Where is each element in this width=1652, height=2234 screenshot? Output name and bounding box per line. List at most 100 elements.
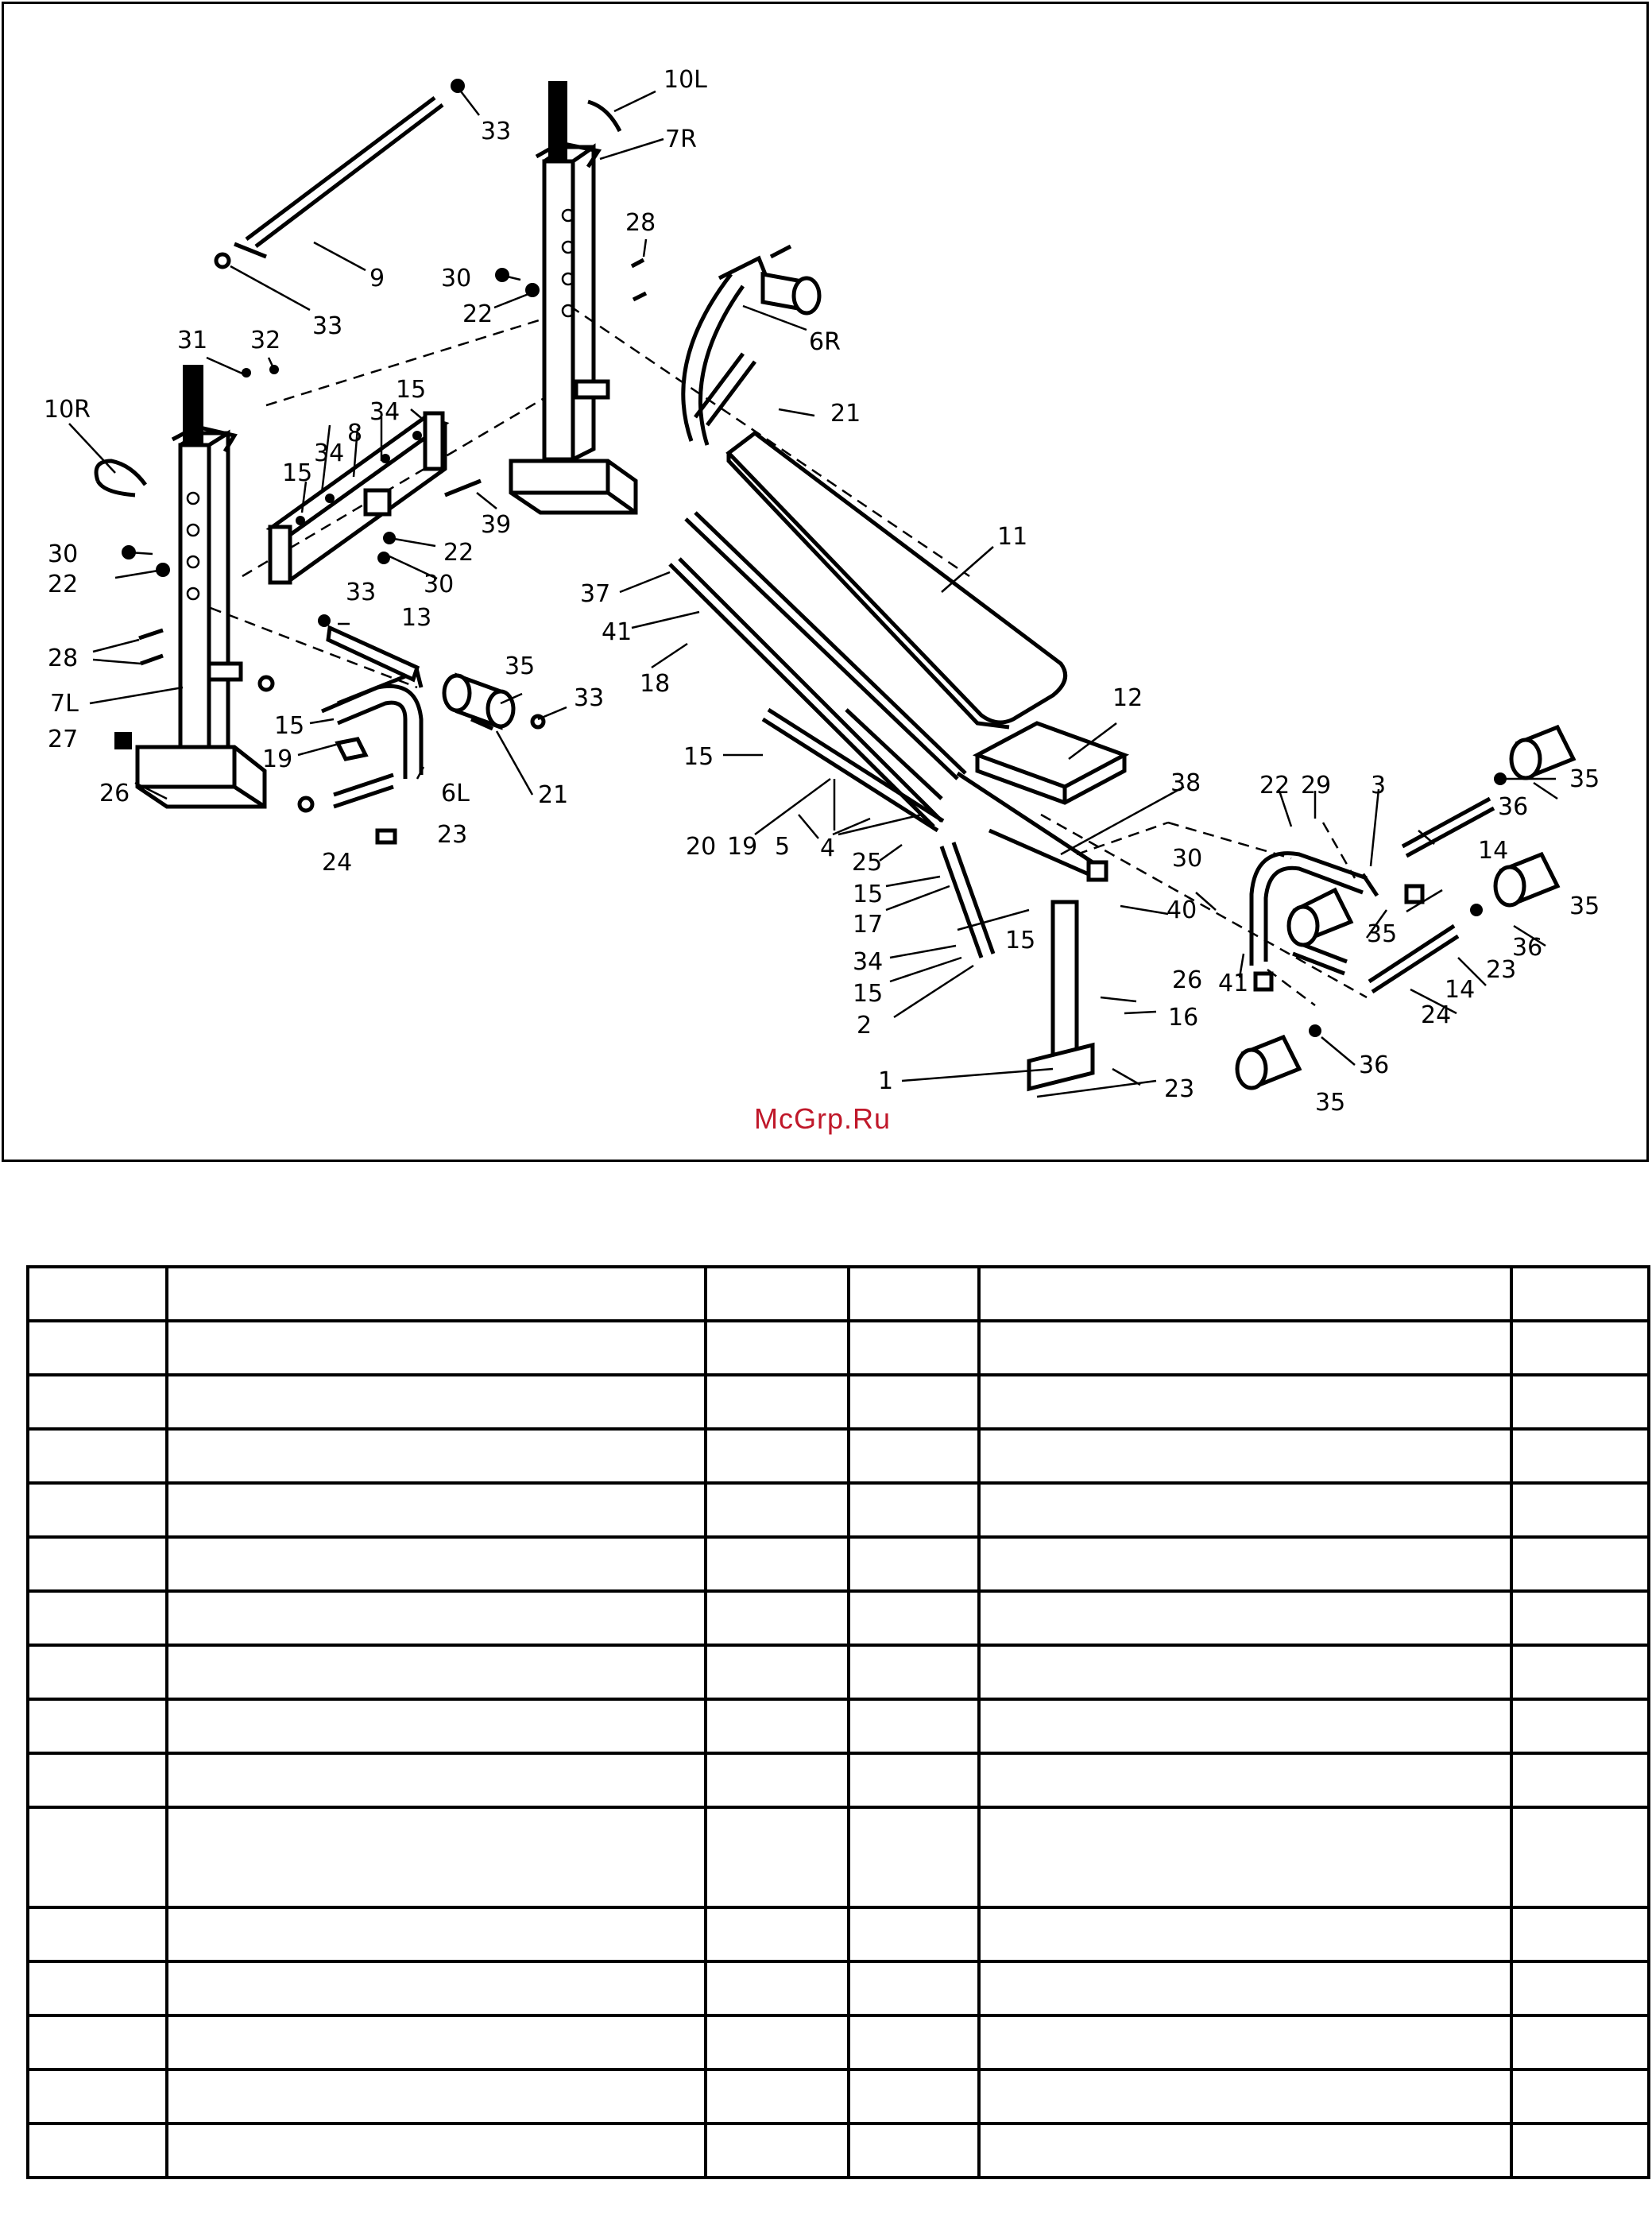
leg-holder-6L <box>321 625 424 809</box>
callout-15: 15 <box>1005 927 1035 954</box>
table-cell <box>704 1265 850 1322</box>
callout-23: 23 <box>1486 956 1516 984</box>
parts-list-table <box>26 1265 1650 2179</box>
table-cell <box>847 1373 981 1431</box>
table-cell <box>1510 1265 1650 1322</box>
table-cell <box>704 1960 850 2017</box>
callout-40: 40 <box>1166 896 1197 924</box>
table-cell <box>977 1319 1513 1376</box>
callout-26: 26 <box>99 780 130 807</box>
table-cell <box>165 2014 707 2071</box>
callout-19: 19 <box>262 745 292 773</box>
table-cell <box>26 1752 168 1809</box>
callout-labels: 10L 7R 33 9 33 28 30 22 6R 21 31 32 10R … <box>44 66 1600 1117</box>
callout-15: 15 <box>853 881 883 908</box>
table-cell <box>847 1906 981 1963</box>
callout-18: 18 <box>640 670 670 698</box>
callout-5: 5 <box>775 833 790 861</box>
callout-15: 15 <box>853 980 883 1008</box>
roller-pad-35-a <box>1509 724 1577 780</box>
callout-15: 15 <box>274 712 304 740</box>
table-cell <box>704 1644 850 1701</box>
table-row <box>26 2068 1650 2125</box>
callout-7L: 7L <box>50 690 79 718</box>
callout-35: 35 <box>1569 892 1600 920</box>
callout-20: 20 <box>686 833 716 861</box>
callout-34: 34 <box>853 948 883 976</box>
leg-holder-6R <box>681 244 822 446</box>
table-cell <box>26 1319 168 1376</box>
callout-22: 22 <box>462 300 493 328</box>
table-cell <box>977 1589 1513 1647</box>
callout-34: 34 <box>369 398 400 426</box>
table-cell <box>704 1319 850 1376</box>
callout-15: 15 <box>396 376 426 404</box>
table-cell <box>847 1698 981 1755</box>
table-cell <box>1510 1535 1650 1593</box>
callout-22: 22 <box>48 571 78 598</box>
table-cell <box>704 1589 850 1647</box>
callout-33: 33 <box>312 312 342 340</box>
table-cell <box>847 2014 981 2071</box>
table-cell <box>847 1427 981 1485</box>
right-upright-7R <box>509 81 638 515</box>
table-cell <box>977 1373 1513 1431</box>
table-cell <box>977 1644 1513 1701</box>
callout-28: 28 <box>48 645 78 672</box>
table-cell <box>165 1644 707 1701</box>
table-cell <box>977 2068 1513 2125</box>
callout-36: 36 <box>1359 1051 1389 1079</box>
table-row <box>26 1373 1650 1431</box>
callout-33: 33 <box>574 684 604 712</box>
table-row <box>26 1806 1650 1909</box>
roller-pad-35-left <box>442 672 516 730</box>
table-cell <box>704 2122 850 2179</box>
table-cell <box>1510 1427 1650 1485</box>
table-cell <box>977 1535 1513 1593</box>
callout-14: 14 <box>1445 976 1475 1004</box>
table-row <box>26 1589 1650 1647</box>
roller-pad-35-d <box>1235 1034 1302 1090</box>
table-cell <box>165 1960 707 2017</box>
callout-22: 22 <box>1259 772 1290 800</box>
table-cell <box>847 2122 981 2179</box>
table-cell <box>1510 1589 1650 1647</box>
table-cell <box>847 1265 981 1322</box>
callout-23: 23 <box>1164 1075 1194 1103</box>
exploded-view-drawing: 10L 7R 33 9 33 28 30 22 6R 21 31 32 10R … <box>44 66 1600 1117</box>
table-cell <box>977 1427 1513 1485</box>
backrest-pad-11 <box>725 430 1068 730</box>
table-row <box>26 2122 1650 2179</box>
table-cell <box>847 1481 981 1539</box>
table-row <box>26 1752 1650 1809</box>
table-cell <box>26 2014 168 2071</box>
callout-3: 3 <box>1371 772 1386 800</box>
callout-23: 23 <box>437 821 467 849</box>
table-cell <box>977 1265 1513 1322</box>
table-cell <box>847 1589 981 1647</box>
callout-34: 34 <box>314 439 344 467</box>
table-cell <box>26 2122 168 2179</box>
table-cell <box>704 1427 850 1485</box>
main-rails-4-5 <box>668 511 1094 865</box>
callout-30: 30 <box>424 571 454 598</box>
callout-30: 30 <box>441 265 471 292</box>
table-cell <box>26 1535 168 1593</box>
callout-29: 29 <box>1301 772 1331 800</box>
callout-35: 35 <box>1315 1089 1345 1117</box>
table-cell <box>1510 2122 1650 2179</box>
table-cell <box>26 1265 168 1322</box>
table-row <box>26 1960 1650 2017</box>
callout-35: 35 <box>505 652 535 680</box>
callout-15: 15 <box>683 743 714 771</box>
table-row <box>26 1906 1650 1963</box>
table-cell <box>26 1481 168 1539</box>
table-cell <box>165 1535 707 1593</box>
callout-33: 33 <box>346 579 376 606</box>
exploded-diagram: 10L 7R 33 9 33 28 30 22 6R 21 31 32 10R … <box>2 2 1649 1162</box>
callout-4: 4 <box>820 834 835 862</box>
assembly-guide-lines <box>210 304 1368 1006</box>
table-cell <box>1510 1319 1650 1376</box>
roller-pad-35-b <box>1493 851 1561 908</box>
table-row <box>26 1698 1650 1755</box>
